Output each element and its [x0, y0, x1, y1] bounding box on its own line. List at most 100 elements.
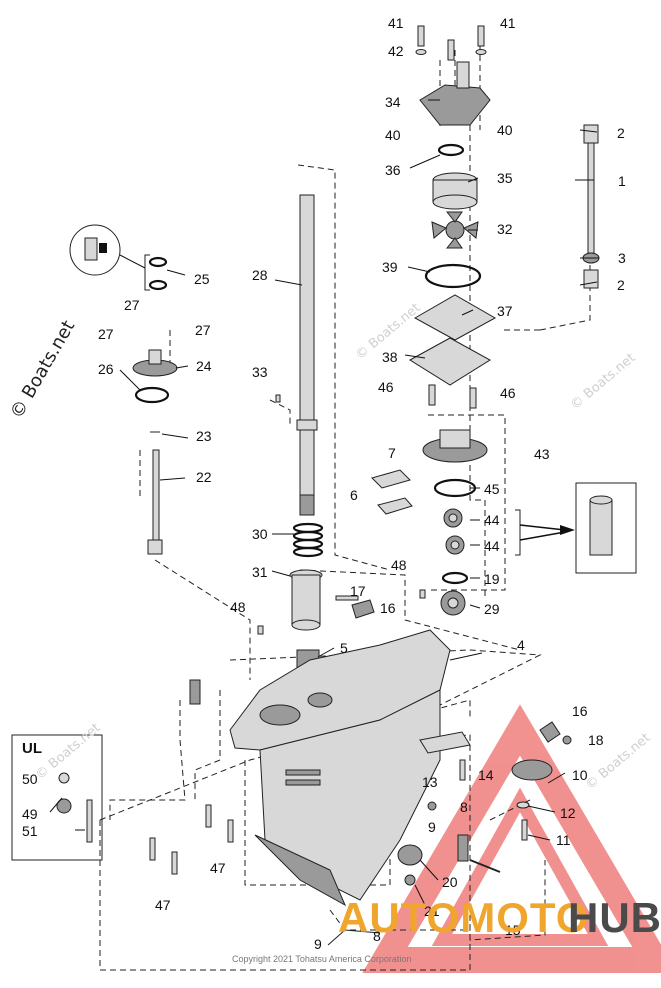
- seal-detail-box: [575, 482, 637, 574]
- part-label-p22: 22: [196, 469, 212, 485]
- part-label-p46a: 46: [378, 379, 394, 395]
- automotohub-logo: AUTOMOTO HUB: [338, 894, 661, 941]
- part-label-p45: 45: [484, 481, 500, 497]
- part-label-p12: 12: [560, 805, 576, 821]
- copyright-text: Copyright 2021 Tohatsu America Corporati…: [232, 954, 411, 964]
- part-label-p40b: 40: [497, 122, 513, 138]
- part-label-p27b: 27: [98, 326, 114, 342]
- part-label-p40a: 40: [385, 127, 401, 143]
- part-label-p27a: 27: [124, 297, 140, 313]
- part-label-p14: 14: [478, 767, 494, 783]
- gasket-38: [409, 337, 491, 386]
- bolt-42: [447, 39, 455, 61]
- part-label-p17: 17: [350, 583, 366, 599]
- part-label-p19: 19: [484, 571, 500, 587]
- part-label-p32: 32: [497, 221, 513, 237]
- part-label-p38: 38: [382, 349, 398, 365]
- oring-36: [437, 143, 465, 157]
- oring-39: [424, 263, 482, 289]
- part-label-p31: 31: [252, 564, 268, 580]
- leader-lines: [49, 99, 599, 906]
- part-label-p27c: 27: [195, 322, 211, 338]
- oring-45: [433, 478, 477, 498]
- part-label-p26: 26: [98, 361, 114, 377]
- part-label-p50: 50: [22, 771, 38, 787]
- gear-case-4: [229, 629, 451, 907]
- pump-cover-34: [419, 84, 491, 126]
- oring-26: [134, 386, 170, 404]
- watermark-triangle-logo: [362, 704, 661, 973]
- part-label-p35: 35: [497, 170, 513, 186]
- bushing-2-bottom: [583, 269, 599, 289]
- part-label-p8a: 8: [460, 799, 468, 815]
- part-label-p5: 5: [340, 640, 348, 656]
- part-label-p16a: 16: [380, 600, 396, 616]
- parts-artwork: [56, 25, 637, 946]
- part-label-p2a: 2: [617, 125, 625, 141]
- part-label-p11: 11: [556, 832, 571, 848]
- part-label-p6: 6: [350, 487, 358, 503]
- part-label-p23: 23: [196, 428, 212, 444]
- part-label-p25: 25: [194, 271, 210, 287]
- spring-30: [292, 522, 324, 558]
- bolt-41-right: [477, 25, 485, 47]
- part-label-p2b: 2: [617, 277, 625, 293]
- part-label-p24: 24: [196, 358, 212, 374]
- part-label-p7: 7: [388, 445, 396, 461]
- part-label-p46b: 46: [500, 385, 516, 401]
- bolt-41-left: [417, 25, 425, 47]
- part-label-p42: 42: [388, 43, 404, 59]
- part-label-p48b: 48: [230, 599, 246, 615]
- part-label-p34: 34: [385, 94, 401, 110]
- sealant-detail-circle: [69, 224, 121, 276]
- part-label-p39: 39: [382, 259, 398, 275]
- cover-13: [419, 731, 471, 754]
- part-label-p21: 21: [424, 903, 440, 919]
- bushing-2-top: [583, 124, 599, 144]
- watermark-boatsnet-faint-left: © Boats.net: [33, 721, 103, 783]
- part-label-p8b: 8: [373, 928, 381, 944]
- part-label-p44b: 44: [484, 538, 500, 554]
- watermark-boatsnet-left: © Boats.net: [6, 317, 79, 423]
- ul-kit-box: [11, 734, 103, 861]
- shim-7: [371, 469, 411, 489]
- anode-10: [511, 759, 553, 781]
- part-label-p48a: 48: [391, 557, 407, 573]
- part-label-p33: 33: [252, 364, 268, 380]
- part-label-p36: 36: [385, 162, 401, 178]
- part-label-p4: 4: [517, 637, 525, 653]
- part-label-p37: 37: [497, 303, 513, 319]
- part-label-p43: 43: [534, 446, 550, 462]
- part-label-p44a: 44: [484, 512, 500, 528]
- watermark-boatsnet-faint-right: © Boats.net: [568, 351, 638, 413]
- part-label-p3: 3: [618, 250, 626, 266]
- part-label-p47b: 47: [155, 897, 171, 913]
- brand-hub: HUB: [568, 894, 661, 941]
- part-label-p9a: 9: [428, 819, 436, 835]
- shift-rod-22: [152, 449, 160, 541]
- brand-automoto: AUTOMOTO: [338, 894, 589, 941]
- cap-20: [397, 844, 423, 866]
- part-label-p51: 51: [22, 823, 38, 839]
- part-label-p30: 30: [252, 526, 268, 542]
- ul-kit-title: UL: [22, 740, 42, 757]
- part-label-p41a: 41: [388, 15, 404, 31]
- part-label-p9b: 9: [314, 936, 322, 952]
- part-label-p1: 1: [618, 173, 626, 189]
- plate-37: [413, 294, 497, 341]
- rod-1: [587, 142, 595, 254]
- part-label-p28: 28: [252, 267, 268, 283]
- part-label-p20: 20: [442, 874, 458, 890]
- part-label-p49: 49: [22, 806, 38, 822]
- oring-19: [441, 571, 469, 585]
- part-label-p29: 29: [484, 601, 500, 617]
- drive-shaft-28: [299, 194, 315, 496]
- shim-6: [377, 497, 413, 515]
- part-label-p15: 15: [505, 922, 521, 938]
- part-label-p41b: 41: [500, 15, 516, 31]
- part-label-p47a: 47: [210, 860, 226, 876]
- part-label-p13: 13: [422, 774, 438, 790]
- part-label-p10: 10: [572, 767, 588, 783]
